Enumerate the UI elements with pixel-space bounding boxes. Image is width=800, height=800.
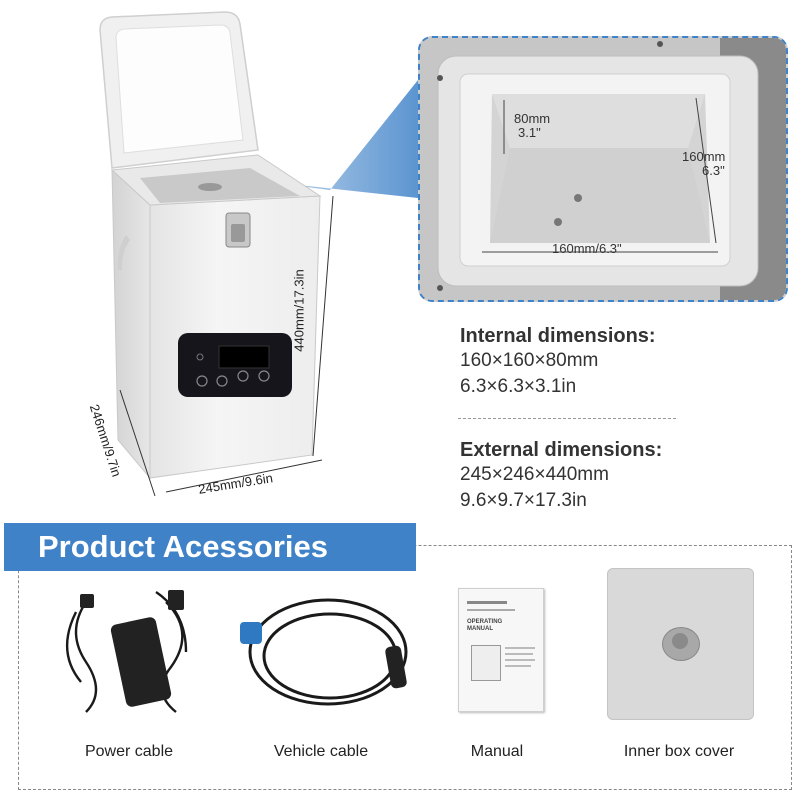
- side-handle: [117, 235, 130, 270]
- interior-illustration: [420, 38, 786, 300]
- internal-dimensions-block: Internal dimensions: 160×160×80mm 6.3×6.…: [460, 324, 780, 400]
- external-dimensions-heading: External dimensions:: [460, 439, 663, 461]
- inner-depth-mm-label: 80mm: [514, 111, 551, 126]
- inner-width-label: 160mm/6.3": [552, 241, 622, 256]
- accessory-label-vehicle-cable: Vehicle cable: [273, 743, 369, 760]
- zoom-beam: [235, 80, 418, 198]
- accessories-title: Product Acessories: [38, 529, 329, 564]
- external-dimensions-block: External dimensions: 245×246×440mm 9.6×9…: [460, 438, 780, 514]
- manual-icon: OPERATING MANUAL: [458, 588, 544, 712]
- vehicle-cable-icon: [240, 598, 408, 706]
- product-illustration: [99, 11, 418, 497]
- control-panel: [178, 333, 292, 397]
- lid: [99, 11, 259, 169]
- spec-divider: [458, 418, 676, 419]
- internal-dimensions-in: 6.3×6.3×3.1in: [460, 376, 577, 397]
- accessory-label-manual: Manual: [470, 743, 524, 760]
- accessory-label-inner-box-cover: Inner box cover: [623, 743, 735, 760]
- accessories-title-banner: Product Acessories: [4, 523, 416, 571]
- latch: [225, 212, 251, 248]
- internal-dimensions-heading: Internal dimensions:: [460, 325, 656, 347]
- external-dimensions-mm: 245×246×440mm: [460, 464, 609, 485]
- accessory-label-power-cable: Power cable: [84, 743, 174, 760]
- inner-side-in-label: 6.3": [702, 163, 725, 178]
- power-adapter-icon: [65, 590, 188, 713]
- manual-cover-line1: OPERATING: [467, 619, 503, 625]
- inner-side-mm-label: 160mm: [682, 149, 726, 164]
- interior-zoom-panel: 80mm 3.1" 160mm 6.3" 160mm/6.3": [418, 36, 788, 302]
- internal-dimensions-mm: 160×160×80mm: [460, 350, 599, 371]
- external-dimensions-in: 9.6×9.7×17.3in: [460, 490, 587, 511]
- manual-cover-line2: MANUAL: [467, 626, 493, 632]
- inner-depth-in-label: 3.1": [518, 125, 541, 140]
- inner-box-cover-icon: [607, 568, 754, 720]
- height-dimension-label: 440mm/17.3in: [291, 269, 307, 352]
- body-side: [111, 168, 151, 480]
